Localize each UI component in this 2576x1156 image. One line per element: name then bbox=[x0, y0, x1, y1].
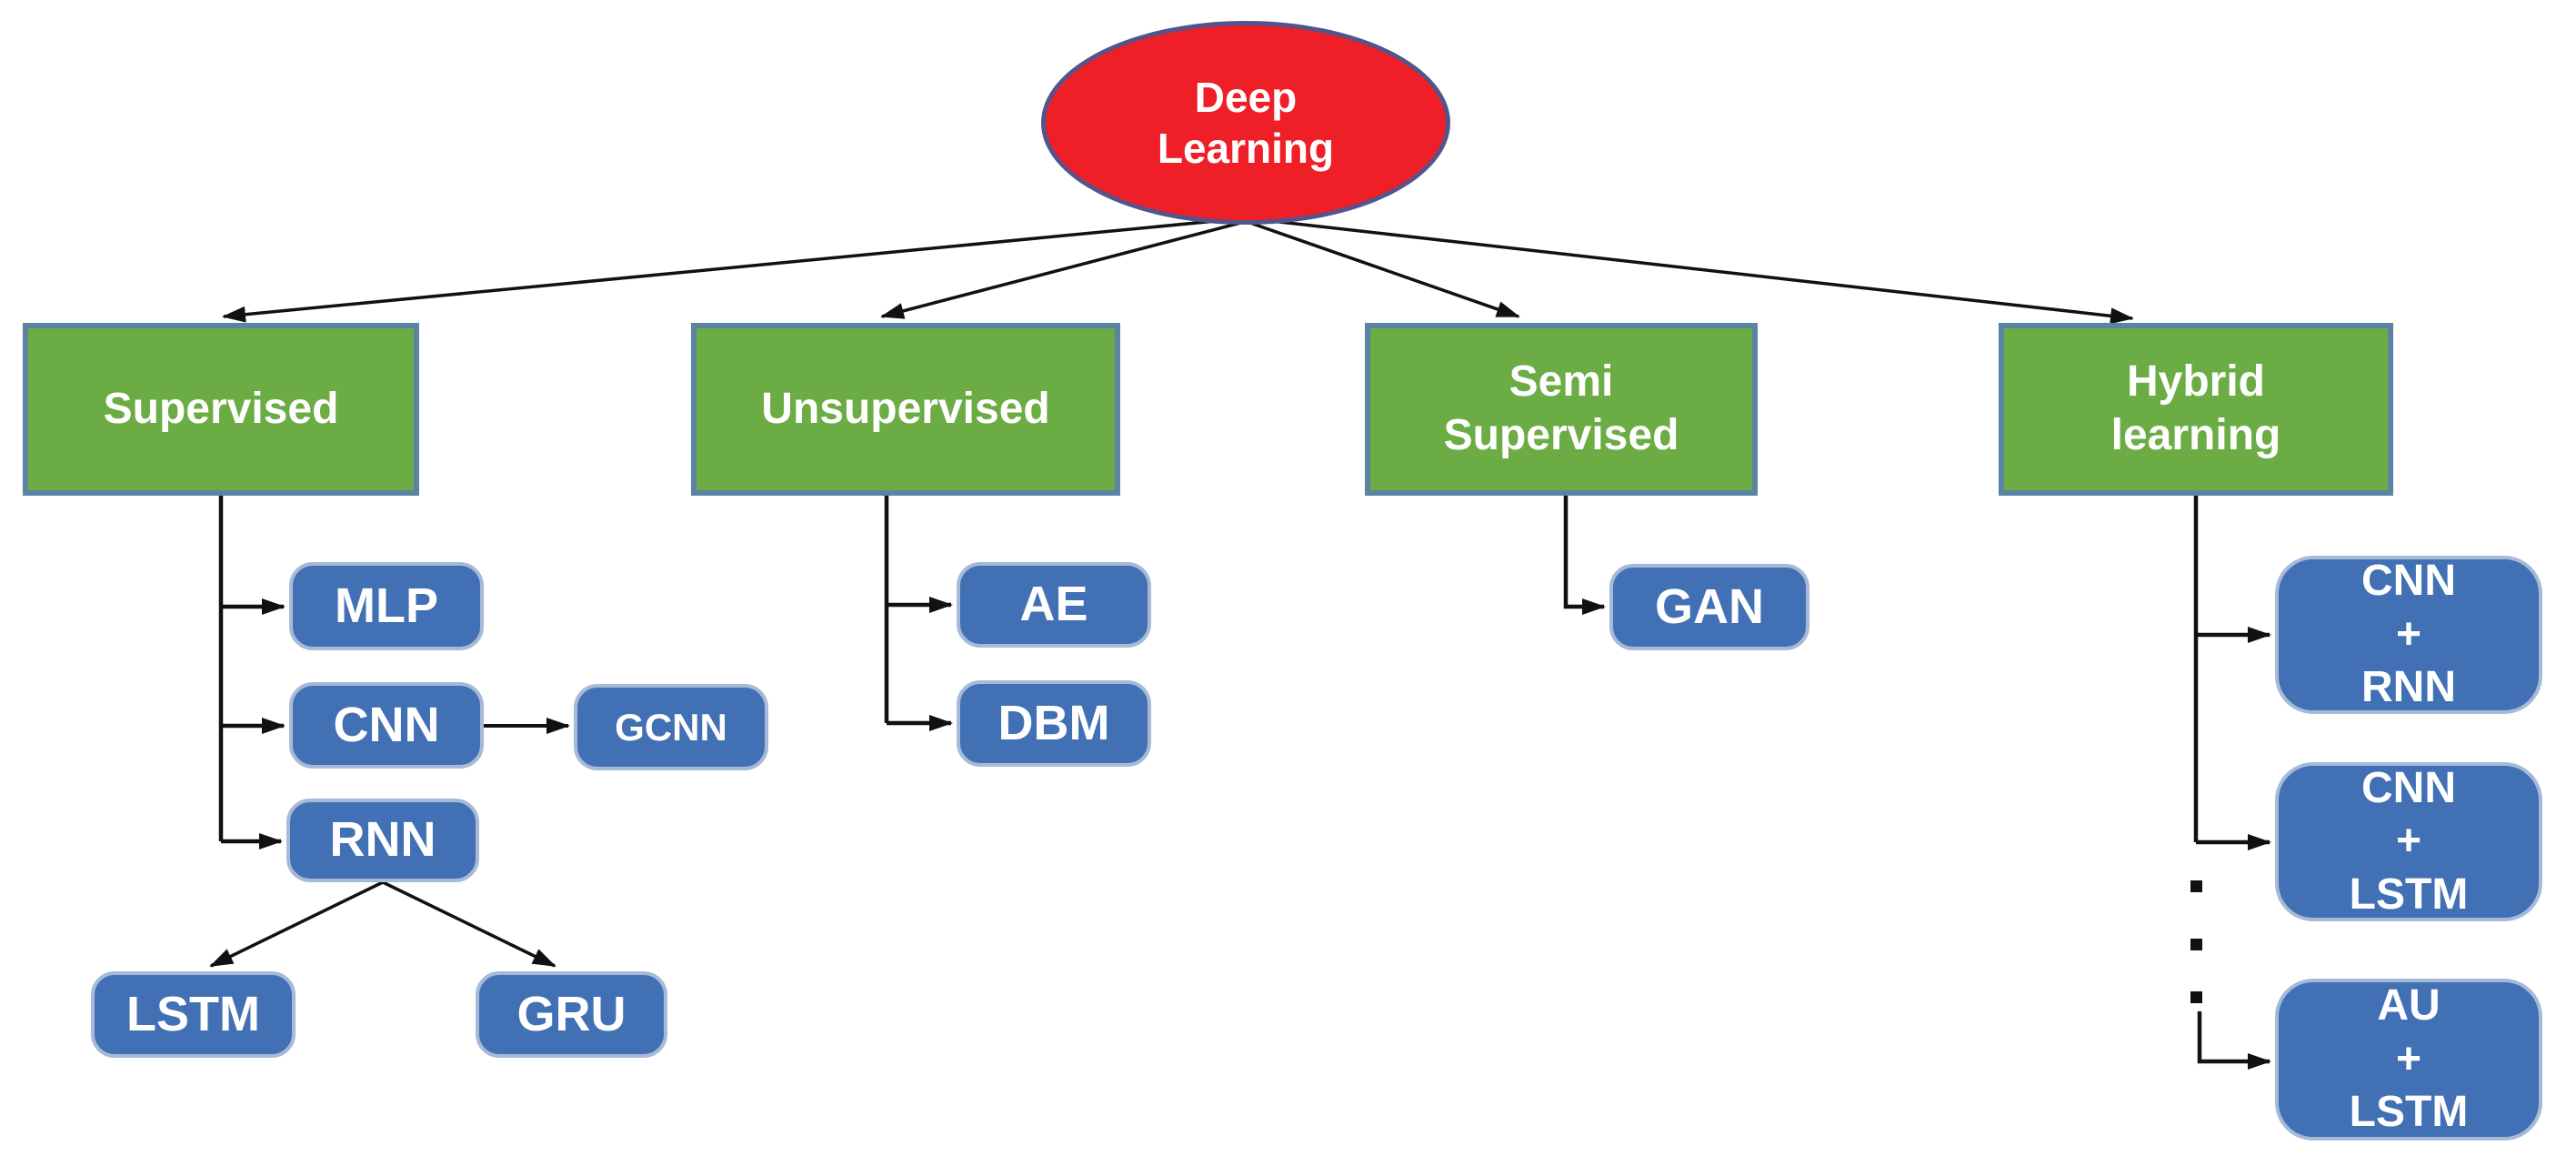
node-cnn-label: CNN bbox=[333, 697, 440, 752]
ellipsis-dot-2 bbox=[2190, 939, 2202, 950]
node-supervised: Supervised bbox=[23, 323, 419, 496]
ellipsis-dot-3 bbox=[2190, 991, 2202, 1003]
node-au-lstm: AU + LSTM bbox=[2275, 979, 2542, 1141]
node-mlp: MLP bbox=[289, 562, 484, 650]
node-lstm: LSTM bbox=[91, 971, 296, 1058]
edge-rnn-lstm bbox=[209, 880, 384, 968]
ellipsis-dot-1 bbox=[2190, 880, 2202, 892]
node-deep-learning-label: Deep Learning bbox=[1157, 73, 1335, 172]
node-unsupervised: Unsupervised bbox=[691, 323, 1120, 496]
node-ae: AE bbox=[957, 562, 1151, 648]
node-gru: GRU bbox=[476, 971, 667, 1058]
edge-root-supervised bbox=[222, 216, 1245, 323]
node-hybrid-learning-label: Hybrid learning bbox=[2110, 357, 2281, 459]
node-gan: GAN bbox=[1609, 564, 1809, 650]
node-hybrid-learning: Hybrid learning bbox=[1999, 323, 2393, 496]
node-gan-label: GAN bbox=[1655, 578, 1764, 634]
node-lstm-label: LSTM bbox=[126, 986, 260, 1041]
node-cnn-lstm: CNN + LSTM bbox=[2275, 762, 2542, 921]
node-gcnn: GCNN bbox=[574, 684, 768, 770]
node-supervised-label: Supervised bbox=[103, 384, 339, 433]
node-dbm-label: DBM bbox=[997, 695, 1110, 750]
node-rnn: RNN bbox=[286, 799, 479, 882]
node-deep-learning: Deep Learning bbox=[1041, 21, 1450, 225]
node-cnn: CNN bbox=[289, 682, 484, 769]
node-cnn-rnn: CNN + RNN bbox=[2275, 556, 2542, 714]
edge-hybrid-au-lstm bbox=[2197, 1011, 2271, 1070]
node-cnn-rnn-label: CNN + RNN bbox=[2361, 557, 2456, 712]
node-mlp-label: MLP bbox=[335, 578, 438, 633]
node-au-lstm-label: AU + LSTM bbox=[2349, 981, 2469, 1137]
edge-root-hybrid-learning bbox=[1247, 216, 2134, 325]
node-semi-supervised: Semi Supervised bbox=[1365, 323, 1758, 496]
node-ae-label: AE bbox=[1019, 577, 1088, 632]
edge-root-semi-supervised bbox=[1247, 220, 1520, 318]
node-dbm: DBM bbox=[957, 680, 1151, 767]
node-semi-supervised-label: Semi Supervised bbox=[1443, 357, 1679, 459]
edge-root-unsupervised bbox=[880, 220, 1245, 319]
node-unsupervised-label: Unsupervised bbox=[761, 384, 1050, 433]
node-gru-label: GRU bbox=[516, 986, 626, 1041]
node-cnn-lstm-label: CNN + LSTM bbox=[2349, 763, 2469, 919]
edge-semi-supervised-gan bbox=[1563, 496, 1606, 615]
node-rnn-label: RNN bbox=[329, 812, 436, 868]
node-gcnn-label: GCNN bbox=[615, 705, 727, 749]
edge-rnn-gru bbox=[382, 880, 556, 968]
